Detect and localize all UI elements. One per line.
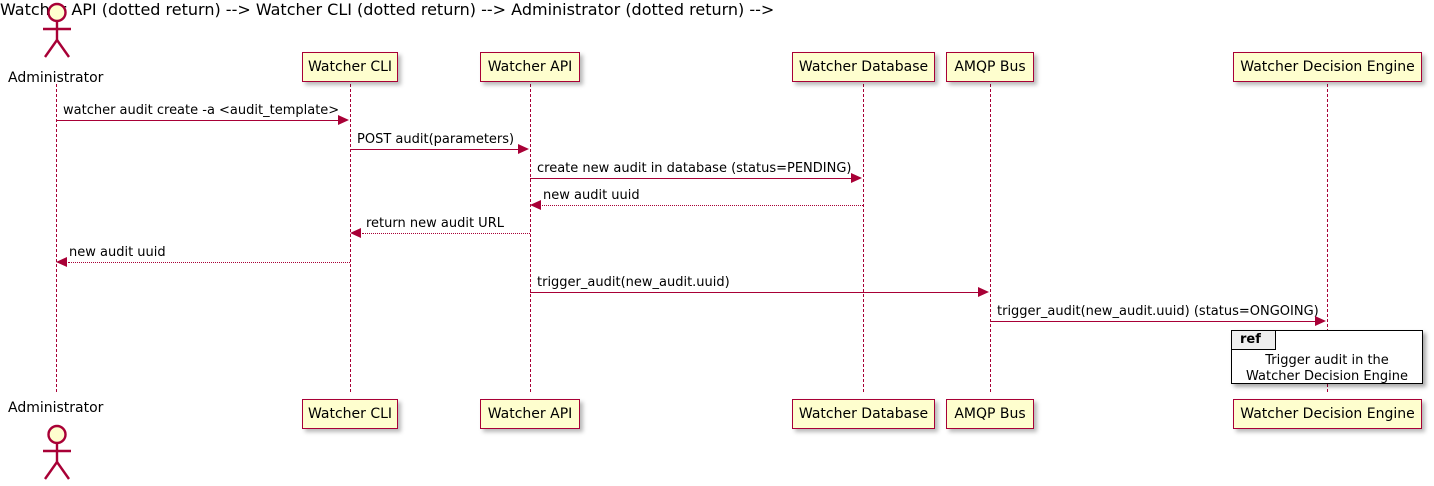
participant-label: Watcher CLI: [307, 406, 393, 422]
message-arrowhead-3: [851, 173, 862, 183]
message-arrowhead-2: [518, 144, 529, 154]
actor-label-top: Administrator: [8, 70, 104, 86]
message-arrowhead-1: [338, 115, 349, 125]
participant-watcher-database-top[interactable]: Watcher Database: [792, 52, 935, 82]
ref-fragment-tab: ref: [1232, 331, 1276, 351]
message-line-1: [56, 120, 339, 121]
participant-watcher-decision-engine-top[interactable]: Watcher Decision Engine: [1233, 52, 1422, 82]
participant-watcher-cli-top[interactable]: Watcher CLI: [302, 52, 398, 82]
participant-label: Watcher Database: [798, 59, 929, 75]
participant-label: Watcher Decision Engine: [1240, 406, 1415, 422]
message-arrowhead-6: [56, 257, 67, 267]
message-label-8: trigger_audit(new_audit.uuid) (status=ON…: [997, 304, 1319, 319]
message-line-3: [530, 178, 852, 179]
lifeline-watcher-database: [863, 84, 864, 392]
lifeline-watcher-decision-engine: [1327, 84, 1328, 392]
message-label-4: new audit uuid: [543, 188, 640, 203]
participant-label: Watcher API: [487, 59, 573, 75]
actor-administrator-bottom-icon: [43, 424, 71, 480]
lifeline-amqp-bus: [990, 84, 991, 392]
ref-fragment-body: Trigger audit in the Watcher Decision En…: [1246, 353, 1408, 385]
message-label-1: watcher audit create -a <audit_template>: [63, 103, 340, 118]
participant-watcher-api-top[interactable]: Watcher API: [480, 52, 580, 82]
participant-watcher-decision-engine-bottom[interactable]: Watcher Decision Engine: [1233, 399, 1422, 429]
lifeline-watcher-api: [530, 84, 531, 392]
message-label-5: return new audit URL: [366, 216, 504, 231]
participant-label: Watcher Decision Engine: [1240, 59, 1415, 75]
participant-watcher-cli-bottom[interactable]: Watcher CLI: [302, 399, 398, 429]
actor-administrator-top-icon: [43, 2, 71, 58]
message-line-2: [350, 149, 519, 150]
message-line-7: [530, 292, 979, 293]
message-label-3: create new audit in database (status=PEN…: [537, 161, 852, 176]
actor-label-bottom: Administrator: [8, 400, 104, 416]
participant-watcher-api-bottom[interactable]: Watcher API: [480, 399, 580, 429]
participant-label: Watcher API: [487, 406, 573, 422]
lifeline-watcher-cli: [350, 84, 351, 392]
message-line-6: [68, 262, 350, 263]
message-arrowhead-8: [1315, 316, 1326, 326]
participant-amqp-bus-top[interactable]: AMQP Bus: [946, 52, 1034, 82]
message-label-2: POST audit(parameters): [357, 132, 515, 147]
message-line-4: [542, 205, 863, 206]
message-arrowhead-4: [530, 200, 541, 210]
message-label-6: new audit uuid: [69, 245, 166, 260]
message-arrowhead-5: [350, 228, 361, 238]
message-arrowhead-7: [978, 287, 989, 297]
lifeline-administrator: [56, 84, 57, 392]
message-label-7: trigger_audit(new_audit.uuid): [537, 275, 730, 290]
ref-fragment: ref Trigger audit in the Watcher Decisio…: [1231, 330, 1423, 384]
participant-label: Watcher Database: [798, 406, 929, 422]
participant-amqp-bus-bottom[interactable]: AMQP Bus: [946, 399, 1034, 429]
message-line-8: [990, 321, 1316, 322]
participant-label: Watcher CLI: [307, 59, 393, 75]
participant-label: AMQP Bus: [954, 406, 1026, 422]
participant-watcher-database-bottom[interactable]: Watcher Database: [792, 399, 935, 429]
message-line-5: [362, 233, 530, 234]
participant-label: AMQP Bus: [954, 59, 1026, 75]
